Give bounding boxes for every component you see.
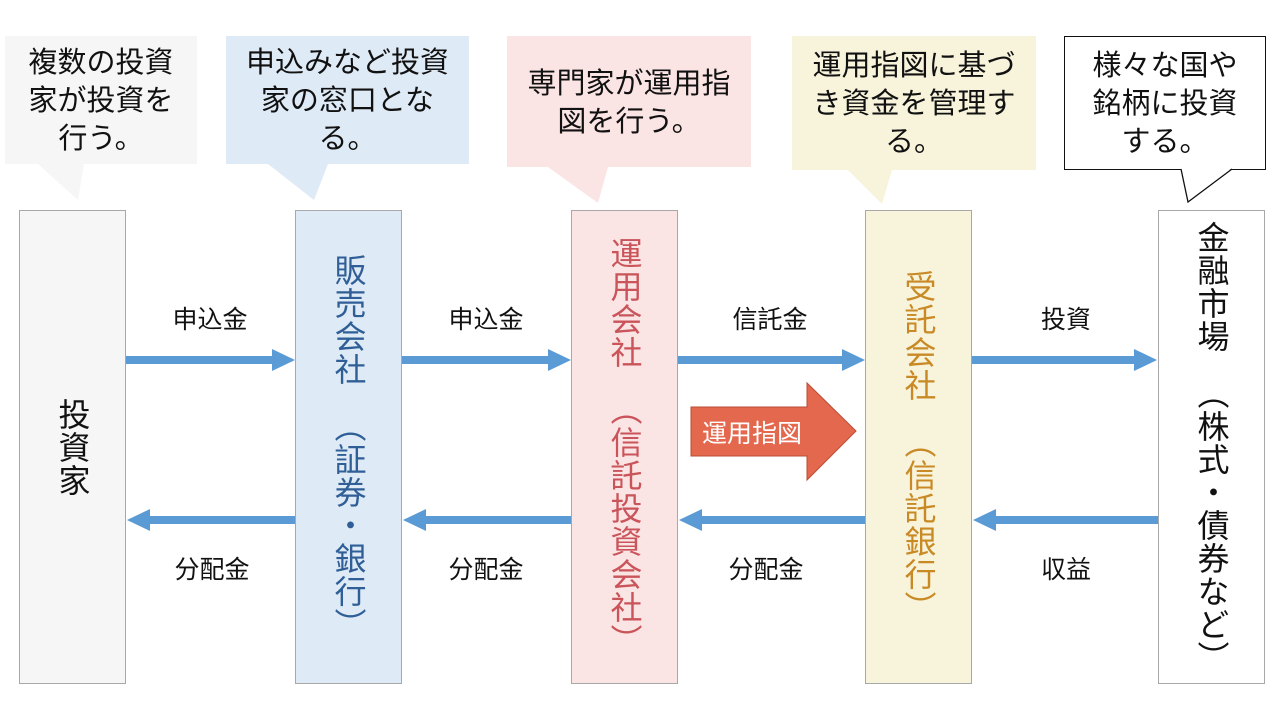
entity-market-sub: （株式・債券など） [1192,376,1231,674]
entity-manager-name: 運用会社 [605,237,644,369]
arrow-back-3 [679,509,865,531]
bubble-distributor-line: 家の窓口となる。 [260,83,435,155]
bubble-market-line: する。 [1121,124,1209,158]
bubble-market: 様々な国や 銘柄に投資 する。 [1064,36,1266,170]
entity-market: 金融市場 （株式・債券など） [1158,210,1265,684]
flow-label-back-3: 分配金 [728,555,804,584]
bubble-manager-line: 専門家が運用指 [527,65,731,100]
entity-trustee: 受託会社 （信託銀行） [865,210,972,684]
entity-investor-name: 投資家 [53,397,92,497]
bubble-manager: 専門家が運用指 図を行う。 [507,36,751,167]
instruction-arrow-shape [690,381,857,482]
bubble-distributor-line: 申込みなど投資 [245,45,449,79]
arrow-back-1 [127,509,295,531]
bubble-investor-line: 家が投資を [28,83,174,117]
flow-label-back-1: 分配金 [174,555,250,584]
flow-label-forward-4: 投資 [1040,305,1091,334]
arrow-forward-4 [972,349,1157,371]
arrow-back-4 [973,509,1158,531]
flow-label-forward-2: 申込金 [448,305,524,334]
entity-investor: 投資家 [19,210,126,684]
bubble-trustee-line: き資金を管理す [812,86,1016,120]
entity-manager: 運用会社 （信託投資会社） [571,210,678,684]
instruction-arrow-label: 運用指図 [701,419,802,448]
flow-label-back-4: 収益 [1040,555,1091,584]
entity-trustee-name: 受託会社 [899,270,938,402]
flow-label-forward-3: 信託金 [732,305,808,334]
arrow-forward-3 [678,349,865,371]
bubble-trustee-line: 運用指図に基づ [812,48,1016,82]
bubble-investor-line: 行う。 [58,121,144,155]
arrow-forward-1 [126,349,295,371]
entity-trustee-sub: （信託銀行） [899,426,938,624]
arrow-forward-2 [402,349,571,371]
bubble-trustee-line: る。 [884,124,943,158]
arrow-back-2 [403,509,571,531]
entity-distributor: 販売会社 （証券・銀行） [295,210,402,684]
entity-distributor-sub: （証券・銀行） [329,409,368,641]
bubble-investor: 複数の投資 家が投資を 行う。 [5,36,197,164]
bubble-market-line: 様々な国や [1092,48,1238,82]
entity-market-name: 金融市場 [1192,220,1231,353]
flow-label-back-2: 分配金 [448,555,524,584]
bubble-market-line: 銘柄に投資 [1092,86,1238,120]
bubble-investor-line: 複数の投資 [28,45,174,79]
bubble-trustee: 運用指図に基づ き資金を管理す る。 [792,36,1036,170]
bubble-distributor: 申込みなど投資 家の窓口となる。 [226,36,469,164]
entity-manager-sub: （信託投資会社） [605,393,644,657]
entity-distributor-name: 販売会社 [329,253,368,386]
bubble-manager-line: 図を行う。 [557,103,701,138]
flow-label-forward-1: 申込金 [172,305,248,334]
